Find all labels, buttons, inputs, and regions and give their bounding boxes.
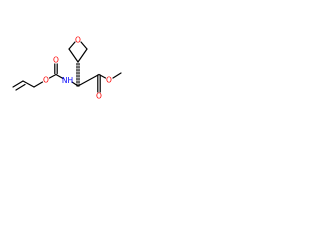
bond-carbamate-c-to-n <box>55 73 64 80</box>
ester-oxygen-label: O <box>106 76 112 85</box>
oxetane-oxygen-label: O <box>75 36 81 45</box>
amine-nh-label: NH <box>62 76 73 85</box>
carbamate-ester-oxygen-label: O <box>43 76 49 85</box>
structure-diagram: O O O NH O O <box>12 36 122 101</box>
bond-o-to-carbamate-c <box>48 73 57 79</box>
bond-oxetane-c3-c2 <box>68 48 79 63</box>
bond-oxetane-c2-o <box>68 41 76 50</box>
bonds <box>12 41 122 93</box>
carbamate-carbonyl-oxygen-label: O <box>53 56 59 65</box>
bond-allyl-ch2 <box>22 80 35 88</box>
bond-o-to-methyl <box>112 72 122 79</box>
bond-oxetane-o-c4 <box>80 41 88 50</box>
bond-ester-c-to-o <box>98 73 107 79</box>
bond-alpha-c-to-ester-c <box>77 73 100 87</box>
bond-terminal-vinyl-inner <box>15 83 26 91</box>
bond-allyl-to-o <box>33 81 44 88</box>
bond-terminal-vinyl-outer <box>12 80 24 88</box>
ester-carbonyl-oxygen-label: O <box>96 92 102 101</box>
atom-labels: O O O NH O O <box>43 36 112 101</box>
bond-oxetane-c4-c3 <box>77 48 88 63</box>
